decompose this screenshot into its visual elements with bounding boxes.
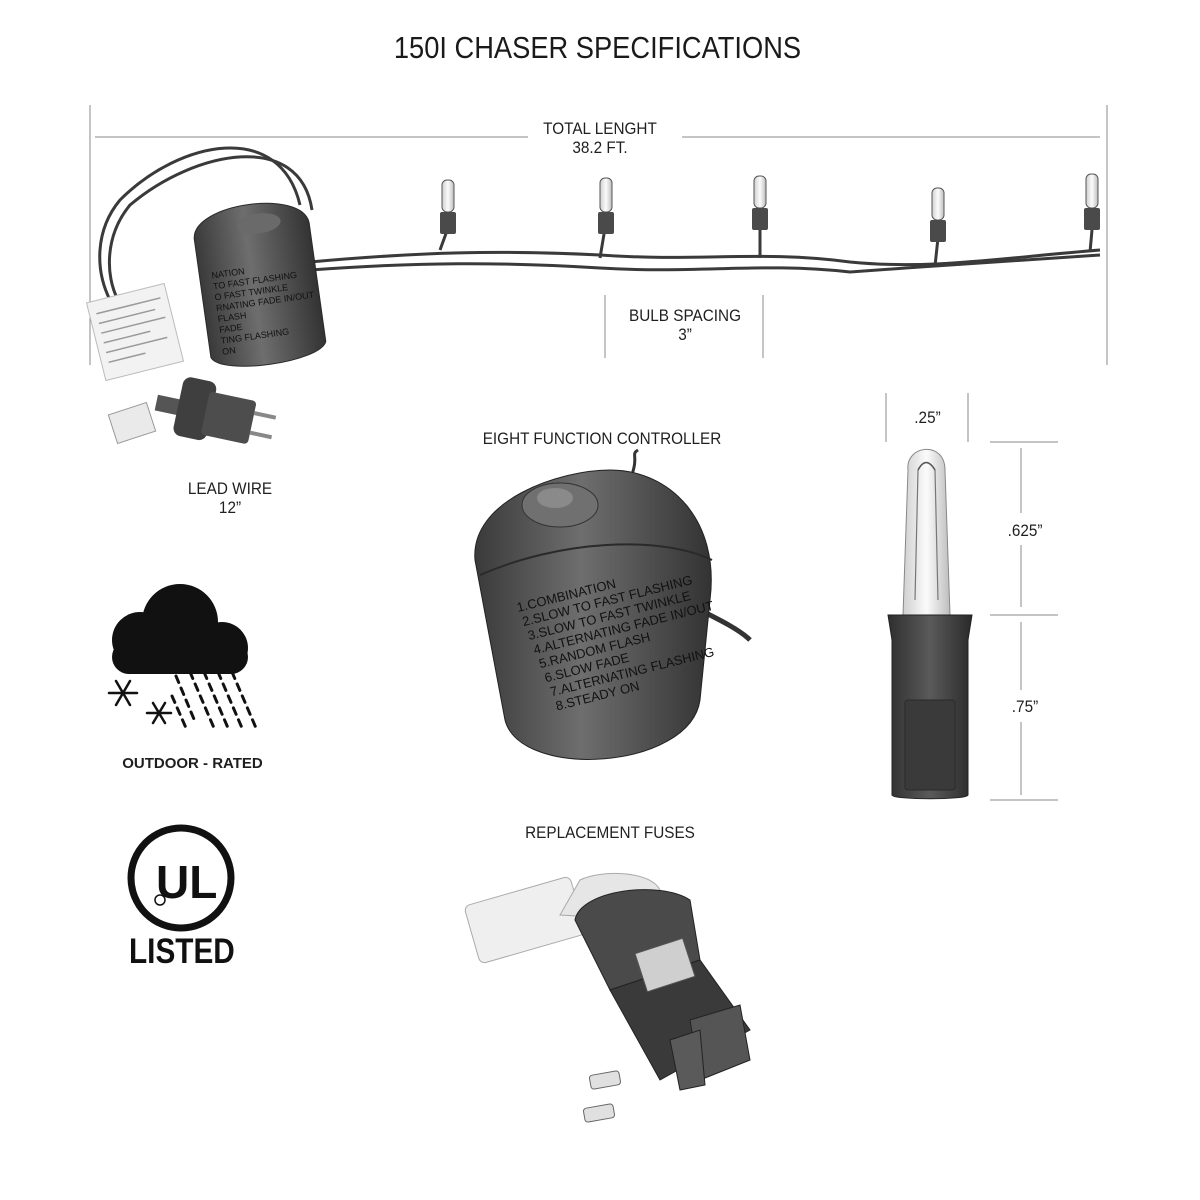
string-bulb [1084,173,1100,230]
fuses-heading: REPLACEMENT FUSES [525,823,695,842]
large-bulb [887,448,973,800]
ul-mark: UL [156,856,217,908]
bulb-width-label: .25” [914,408,941,427]
bulb-spacing-dimension [604,295,764,358]
small-controller: NATION TO FAST FLASHING O FAST TWINKLE R… [193,202,327,367]
svg-text:FLASH: FLASH [217,310,247,324]
lead-wire-value: 12” [218,498,242,517]
lead-wire-label: LEAD WIRE 12” [163,479,298,517]
total-length-dimension [89,105,1108,365]
svg-text:NATION: NATION [211,266,245,281]
bulb-spacing-label: BULB SPACING 3” [609,306,762,344]
outdoor-rated-label: OUTDOOR - RATED [122,755,263,772]
rain-icon [170,670,258,730]
total-length-label: TOTAL LENGHT 38.2 FT. [510,119,690,157]
ul-listed-label: LISTED [129,932,235,971]
plug [154,377,277,444]
string-bulb [598,177,614,234]
page-title: 150I CHASER SPECIFICATIONS [393,30,802,65]
ul-logo: UL [127,824,235,932]
svg-text:ON: ON [222,345,237,357]
spare-fuses [582,1070,622,1123]
bulb-dimensions [885,393,1058,801]
safety-tag [85,282,185,445]
cloud-icon [112,584,248,674]
controller-heading: EIGHT FUNCTION CONTROLLER [482,429,722,448]
bulb-spacing-value: 3” [678,325,692,344]
eight-function-controller: 1.COMBINATION 2.SLOW TO FAST FLASHING 3.… [474,448,752,760]
total-length-title: TOTAL LENGHT [543,119,657,138]
snowflake-icon [107,679,173,725]
replacement-fuse-plug [464,872,751,1091]
light-string [98,146,1101,301]
bulb-glass-height-label: .625” [1007,521,1043,540]
string-bulb [440,179,456,234]
string-bulbs [440,173,1100,242]
lead-wire-title: LEAD WIRE [187,479,273,498]
total-length-value: 38.2 FT. [572,138,628,157]
string-bulb [752,175,768,230]
string-bulb [930,187,946,242]
bulb-spacing-title: BULB SPACING [629,306,741,325]
svg-text:FADE: FADE [218,322,243,335]
bulb-base-height-label: .75” [1011,697,1039,716]
